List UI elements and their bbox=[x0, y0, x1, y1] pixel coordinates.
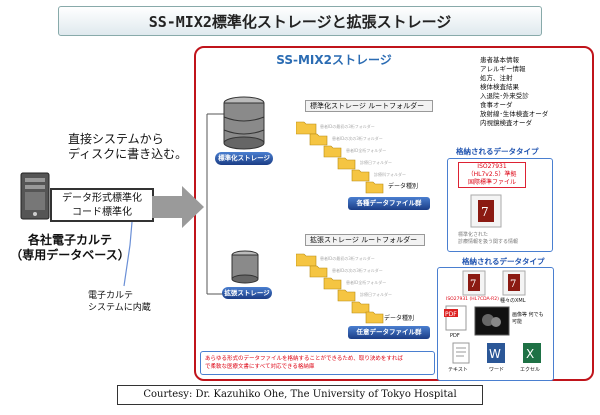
standard-database-icon bbox=[223, 96, 265, 150]
svg-text:PDF: PDF bbox=[445, 311, 457, 318]
image-icon bbox=[474, 306, 510, 336]
extended-root-folder: 拡張ストレージ ルートフォルダー bbox=[305, 234, 425, 246]
extended-data-kind: データ種別 bbox=[384, 315, 415, 322]
computer-icon bbox=[20, 172, 50, 220]
direct-write-text: 直接システムから ディスクに書き込む。 bbox=[68, 132, 188, 161]
file-type-label: 種々のXML bbox=[500, 298, 526, 304]
standard-file-group: 各種データファイル群 bbox=[348, 197, 430, 210]
file-type-label: ISO27931 (HL7CDA-R2) bbox=[446, 297, 499, 302]
standard-data-kind: データ種別 bbox=[388, 183, 419, 190]
extended-storage-tag: 拡張ストレージ bbox=[222, 287, 272, 299]
standard-storage-tag: 標準化ストレージ bbox=[215, 152, 273, 165]
svg-text:患者IDの最初の3桁フォルダー: 患者IDの最初の3桁フォルダー bbox=[320, 123, 375, 129]
extended-note: あらゆる形式のデータファイルを格納することができるため、取り決めをすれば で柔軟… bbox=[200, 351, 435, 375]
hl7-document-icon: 7 bbox=[470, 194, 502, 228]
storage-label: SS-MIX2ストレージ bbox=[276, 53, 392, 67]
courtesy-note: Courtesy: Dr. Kazuhiko Ohe, The Universi… bbox=[117, 385, 483, 405]
list-item: 患者基本情報 bbox=[480, 56, 519, 64]
xml-icon: 7 bbox=[502, 270, 526, 296]
svg-text:患者IDの次の3桁フォルダー: 患者IDの次の3桁フォルダー bbox=[332, 267, 383, 273]
pdf-icon: PDF bbox=[444, 305, 467, 331]
svg-text:7: 7 bbox=[481, 205, 489, 219]
hl7-cda-icon: 7 bbox=[462, 270, 486, 296]
svg-text:7: 7 bbox=[470, 279, 476, 290]
builtin-note: 電子カルテ システムに内蔵 bbox=[88, 291, 151, 313]
file-type-label: PDF bbox=[450, 333, 460, 339]
file-type-label: ワード bbox=[489, 367, 505, 373]
list-item: 内視鏡検査オーダ bbox=[480, 119, 532, 127]
list-item: 処方、注射 bbox=[480, 74, 513, 82]
word-icon: W bbox=[487, 343, 505, 363]
extended-stored-title: 格納されるデータタイプ bbox=[462, 257, 545, 266]
svg-text:診療日フォルダー: 診療日フォルダー bbox=[360, 291, 392, 297]
standard-stored-title: 格納されるデータタイプ bbox=[456, 147, 539, 156]
svg-text:X: X bbox=[526, 347, 534, 361]
svg-text:W: W bbox=[489, 347, 501, 361]
data-type-list: 患者基本情報 アレルギー情報 処方、注射 検体検査結果 入退院･外来受診 食事オ… bbox=[480, 56, 548, 128]
list-item: 検体検査結果 bbox=[480, 83, 519, 91]
arrow-right-icon bbox=[152, 186, 204, 228]
connector-line bbox=[123, 221, 133, 287]
svg-text:診療日フォルダー: 診療日フォルダー bbox=[360, 159, 392, 165]
file-type-label: 画像等 何でも可能 bbox=[512, 312, 544, 325]
converter-box: データ形式標準化 コード標準化 bbox=[50, 188, 154, 222]
list-item: 入退院･外来受診 bbox=[480, 92, 529, 100]
file-type-label: エクセル bbox=[520, 367, 541, 373]
svg-text:患者IDの次の3桁フォルダー: 患者IDの次の3桁フォルダー bbox=[332, 135, 383, 141]
svg-text:診療科フォルダー: 診療科フォルダー bbox=[374, 171, 406, 177]
standard-root-folder: 標準化ストレージ ルートフォルダー bbox=[305, 100, 433, 112]
svg-text:7: 7 bbox=[510, 279, 516, 290]
file-type-label: テキスト bbox=[448, 367, 468, 373]
text-file-icon bbox=[452, 342, 470, 364]
extended-folder-tree: 患者IDの最初の3桁フォルダー 患者IDの次の3桁フォルダー 患者ID全桁フォル… bbox=[296, 253, 392, 324]
system-name: 各社電子カルテ （専用データベース） bbox=[10, 233, 130, 262]
extended-database-icon bbox=[231, 250, 259, 284]
list-item: 食事オーダ bbox=[480, 101, 513, 109]
list-item: アレルギー情報 bbox=[480, 65, 526, 73]
extended-file-group: 任意データファイル群 bbox=[348, 326, 430, 339]
standard-folder-tree: 患者IDの最初の3桁フォルダー 患者IDの次の3桁フォルダー 患者ID全桁フォル… bbox=[296, 121, 406, 194]
excel-icon: X bbox=[523, 343, 541, 363]
iso-note: ISO27931 （HL7v2.5）準拠 国際標準ファイル bbox=[458, 162, 526, 188]
svg-text:患者ID全桁フォルダー: 患者ID全桁フォルダー bbox=[346, 279, 386, 285]
svg-text:患者ID全桁フォルダー: 患者ID全桁フォルダー bbox=[346, 147, 386, 153]
page-title: SS-MIX2標準化ストレージと拡張ストレージ bbox=[58, 6, 542, 36]
list-item: 放射線･生体検査オーダ bbox=[480, 110, 549, 118]
svg-text:患者IDの最初の3桁フォルダー: 患者IDの最初の3桁フォルダー bbox=[320, 255, 375, 261]
standard-doc-note: 標準化された 診療情報を扱う関する情報 bbox=[458, 232, 519, 245]
